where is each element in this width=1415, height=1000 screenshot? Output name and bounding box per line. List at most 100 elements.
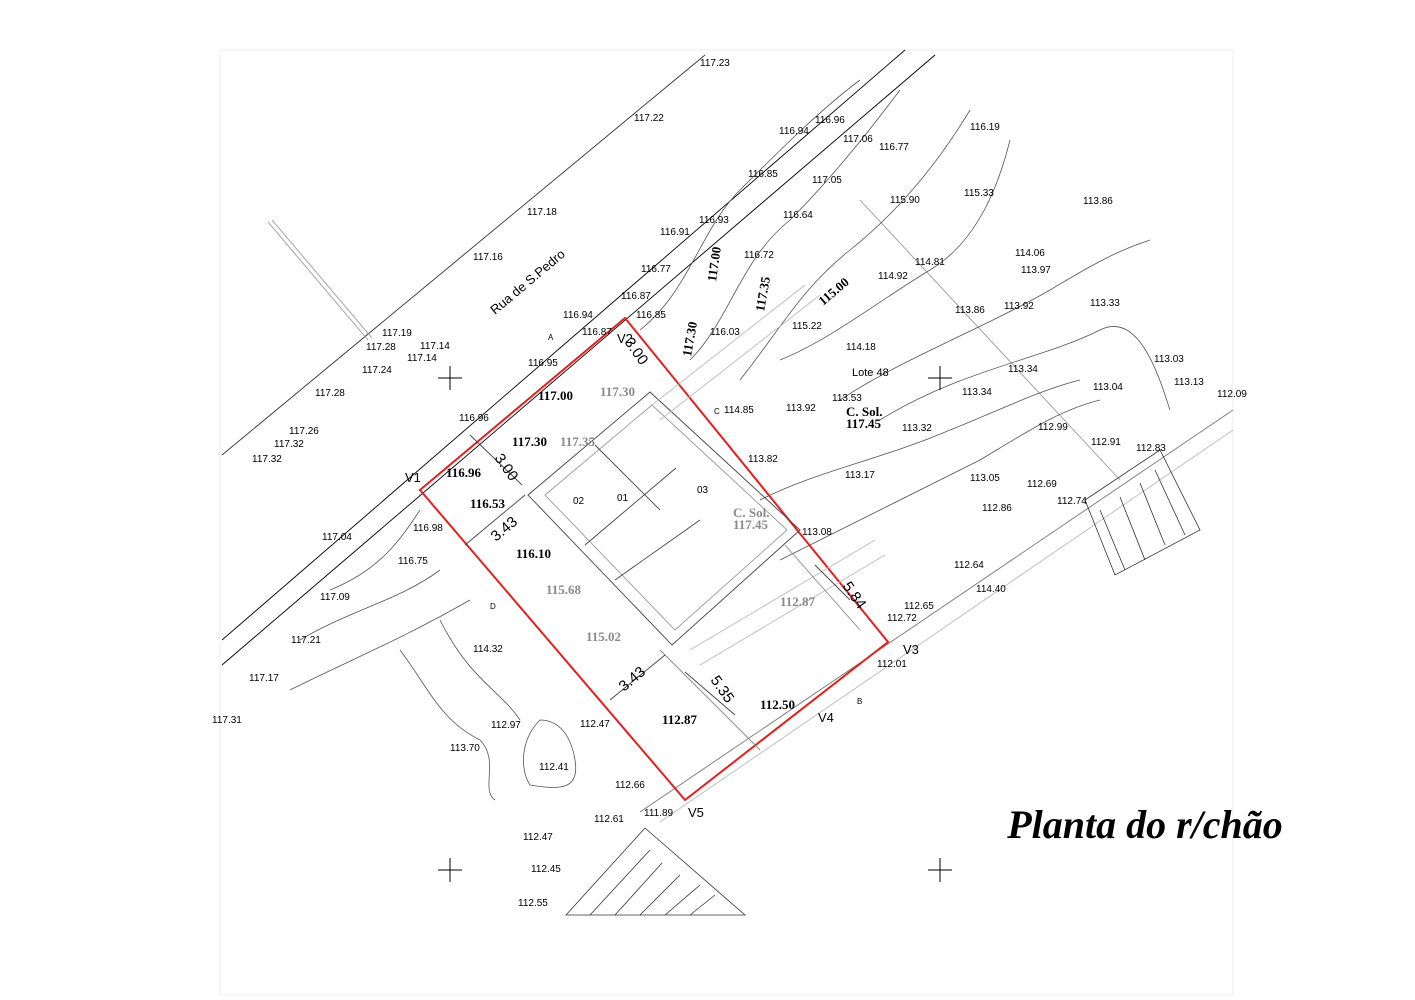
dimension-label: 3.00 [491,451,522,485]
elevation-label: 116.85 [636,310,666,321]
elevation-label: 112.64 [954,560,984,571]
elevation-label: 114.40 [976,584,1006,595]
elevation-label: 113.86 [1083,196,1113,207]
crosshair-mark [928,366,952,390]
elevation-label: 116.77 [879,142,909,153]
elevation-label: 117.19 [382,328,412,339]
elevation-label: 117.24 [362,365,392,376]
elevation-label: 116.95 [528,358,558,369]
street-lines [221,49,1234,823]
elevation-label: 115.33 [964,188,994,199]
vertex-label-v2: V2 [617,331,633,346]
grid-crosshairs [438,366,952,882]
elevation-label: 113.53 [832,393,862,404]
point-label-a: A [548,333,554,342]
elevation-label: 112.45 [531,864,561,875]
elevation-label: 116.85 [748,169,778,180]
elevation-label: 117.14 [420,341,450,352]
elevation-label: 117.04 [322,532,352,543]
elevation-label: 113.92 [1004,301,1034,312]
elevation-label: 113.04 [1093,382,1123,393]
elevation-label: 117.18 [527,207,557,218]
elevation-label: 114.81 [915,257,945,268]
room-label-01: 01 [617,493,629,504]
elevation-label: 116.87 [582,327,612,338]
elevation-label: 113.92 [786,403,816,414]
elevation-label: 112.91 [1091,437,1121,448]
elevation-label: 112.99 [1038,422,1068,433]
crosshair-mark [438,366,462,390]
dimension-label: 3.43 [488,513,521,545]
threshold-value: 117.45 [846,416,882,431]
elevation-label: 116.94 [779,126,809,137]
dimension-label: 3.43 [616,663,649,695]
threshold-label: C. Sol. [733,505,769,520]
drawing-title: Planta do r/chão [1006,802,1283,847]
elevation-label: 116.64 [783,210,813,221]
building-footprint [464,284,886,751]
elevation-label: 114.32 [473,644,503,655]
elevation-label: 113.03 [1154,354,1184,365]
drawing-frame [219,49,1234,996]
elevation-label: 116.96 [459,413,489,424]
elevation-label: 113.05 [970,473,1000,484]
vertex-label-v1: V1 [405,470,421,485]
lot-label: Lote 48 [852,367,889,379]
elevation-label: 113.34 [962,387,992,398]
vertex-label-v3: V3 [903,642,919,657]
elevation-label: 117.22 [634,113,664,124]
elevation-label: 117.21 [291,635,321,646]
elevation-label: 113.97 [1021,265,1051,276]
elevation-label: 115.22 [792,321,822,332]
elevation-label: 112.09 [1217,389,1247,400]
elevation-label: 112.65 [904,601,934,612]
elevation-label: 116.91 [660,227,690,238]
elevation-label: 112.86 [982,503,1012,514]
elevation-label: 117.26 [289,426,319,437]
elevation-label: 112.83 [1136,443,1166,454]
elevation-label: 117.28 [315,388,345,399]
elevation-label: 113.86 [955,305,985,316]
elevation-label: 117.16 [473,252,503,263]
elevation-label: 112.72 [887,613,917,624]
elevation-label: 116.72 [744,250,774,261]
point-label-c: C [714,407,720,416]
elevation-label: 112.47 [580,719,610,730]
spot-height-label: 117.35 [560,434,596,449]
elevation-label: 113.32 [902,423,932,434]
elevation-label: 117.32 [274,439,304,450]
elevation-label: 113.70 [450,743,480,754]
elevation-label: 117.09 [320,592,350,603]
elevation-label: 112.69 [1027,479,1057,490]
elevation-label: 116.93 [699,215,729,226]
elevation-label: 113.33 [1090,298,1120,309]
spot-height-label: 112.87 [780,594,816,609]
elevation-label: 113.82 [748,454,778,465]
contour-label: 115.00 [815,274,851,308]
elevation-label: 114.06 [1015,248,1045,259]
contour-label: 117.30 [679,320,700,357]
room-label-03: 03 [697,485,709,496]
point-label-d: D [490,602,496,611]
elevation-label: 112.74 [1057,496,1087,507]
elevation-label: 117.31 [212,715,242,726]
elevation-label: 112.01 [877,659,907,670]
spot-height-label: 117.30 [512,434,547,449]
contour-label: 117.00 [704,246,724,283]
elevation-label: 115.90 [890,195,920,206]
elevation-label: 114.85 [724,405,754,416]
contour-label: 117.35 [752,275,773,313]
spot-height-label: 115.02 [586,629,621,644]
elevation-label: 116.75 [398,556,428,567]
spot-height-label: 116.10 [516,546,551,561]
elevation-label: 116.94 [563,310,593,321]
crosshair-mark [438,858,462,882]
dimension-label: 5.84 [839,579,870,613]
vertex-label-v4: V4 [818,710,834,725]
elevation-label: 113.13 [1174,377,1204,388]
elevation-label: 113.08 [802,527,832,538]
elevation-label: 116.96 [815,115,845,126]
elevation-label: 117.05 [812,175,842,186]
spot-height-label: 117.00 [538,388,573,403]
elevation-label: 112.55 [518,898,548,909]
